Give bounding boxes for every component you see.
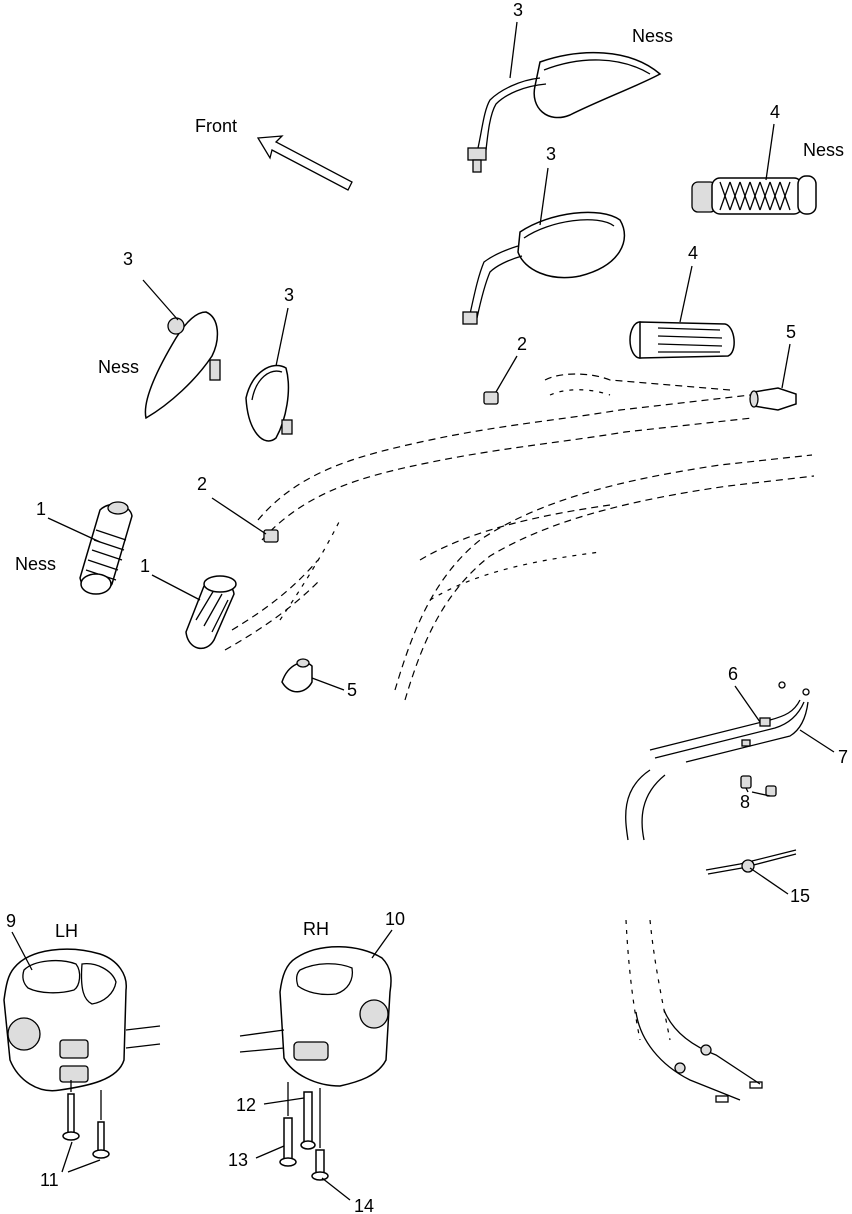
callout-8: 8	[740, 792, 750, 812]
callout-9: 9	[6, 911, 16, 931]
ness-mirror-top	[467, 51, 662, 173]
callout-3-mid: 3	[284, 285, 294, 305]
callout-2-right: 2	[517, 334, 527, 354]
standard-mirror-right	[462, 211, 626, 325]
ness-label-top: Ness	[632, 26, 673, 46]
rh-switch-housing	[239, 946, 392, 1087]
lh-label: LH	[55, 921, 78, 941]
lh-switch-housing	[3, 948, 161, 1092]
callout-4-top: 4	[770, 102, 780, 122]
front-label: Front	[195, 116, 237, 136]
ness-grip-left	[79, 501, 133, 595]
standard-grip-left	[185, 575, 237, 650]
lower-cables	[625, 919, 763, 1103]
callout-14: 14	[354, 1196, 374, 1214]
lh-screws	[62, 1080, 110, 1159]
rh-label: RH	[303, 919, 329, 939]
callout-12: 12	[236, 1095, 256, 1115]
callout-1-left: 1	[36, 499, 46, 519]
callout-3-top: 3	[513, 0, 523, 20]
standard-mirror-left	[245, 364, 293, 442]
ness-mirror-left	[144, 311, 221, 420]
callout-15: 15	[790, 886, 810, 906]
rh-screws	[279, 1082, 329, 1181]
callout-13: 13	[228, 1150, 248, 1170]
cable-adjusters	[740, 775, 777, 797]
ness-grip-right	[691, 175, 817, 215]
standard-grip-right	[629, 321, 735, 359]
callout-1-mid: 1	[140, 556, 150, 576]
callout-3-left: 3	[123, 249, 133, 269]
callout-5-right: 5	[786, 322, 796, 342]
callout-6: 6	[728, 664, 738, 684]
callout-5-left: 5	[347, 680, 357, 700]
front-direction-arrow	[256, 135, 353, 191]
callout-3-right: 3	[546, 144, 556, 164]
handlebar-outline	[224, 373, 815, 701]
ness-label-left: Ness	[98, 357, 139, 377]
throttle-cables	[625, 681, 810, 841]
callout-10: 10	[385, 909, 405, 929]
ness-label-left-grip: Ness	[15, 554, 56, 574]
callout-11: 11	[40, 1170, 59, 1190]
callout-7: 7	[838, 747, 848, 767]
bar-end-right	[749, 387, 797, 411]
clip-right	[483, 391, 499, 405]
cable-clip	[705, 849, 797, 875]
clip-left	[263, 529, 279, 543]
callout-2-left: 2	[197, 474, 207, 494]
callout-4-mid: 4	[688, 243, 698, 263]
bar-end-left	[281, 658, 313, 693]
ness-label-right: Ness	[803, 140, 844, 160]
